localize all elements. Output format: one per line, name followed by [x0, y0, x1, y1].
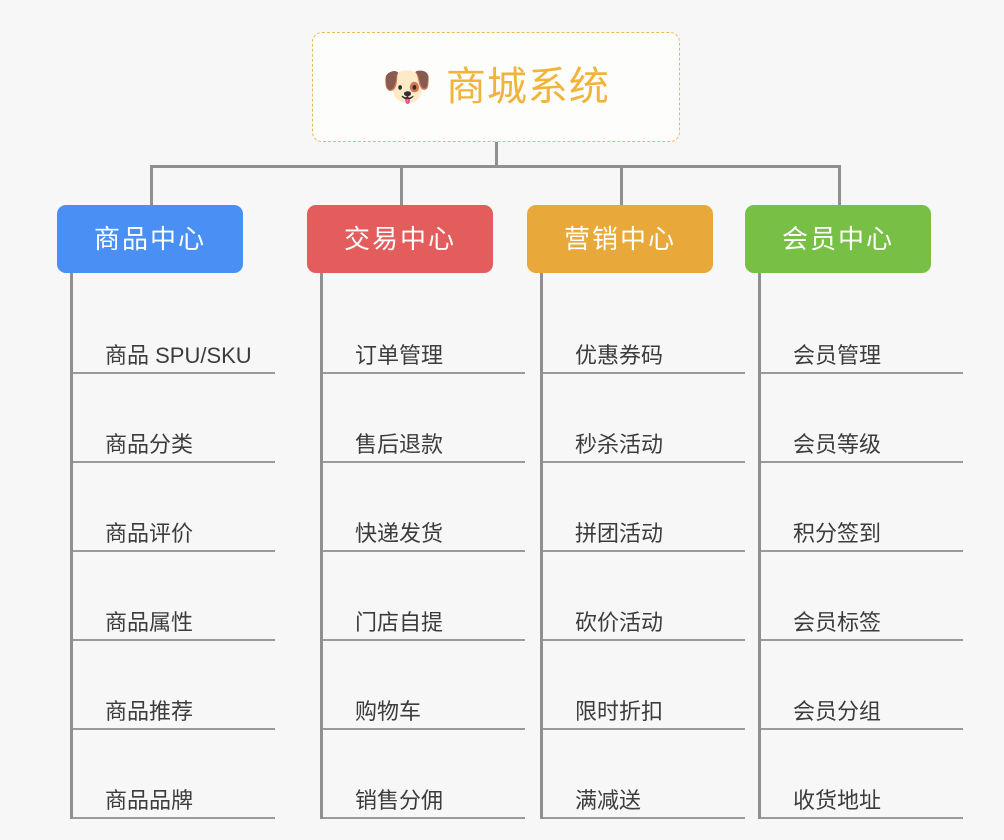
category-header-2[interactable]: 交易中心: [307, 205, 493, 273]
leaf-item[interactable]: 快递发货: [323, 463, 525, 552]
leaf-label: 商品品牌: [105, 787, 194, 813]
leaf-item[interactable]: 积分签到: [761, 463, 963, 552]
leaf-label: 商品分类: [105, 431, 194, 457]
leaf-label: 购物车: [355, 698, 422, 724]
leaf-label: 收货地址: [793, 787, 882, 813]
branch-column-3: 营销中心 优惠券码 秒杀活动 拼团活动 砍价活动 限时折扣 满减送: [527, 205, 747, 819]
leaf-item[interactable]: 拼团活动: [543, 463, 745, 552]
leaf-item[interactable]: 购物车: [323, 641, 525, 730]
connector-drop-2: [400, 165, 403, 205]
leaf-label: 门店自提: [355, 609, 444, 635]
leaf-item[interactable]: 门店自提: [323, 552, 525, 641]
leaf-label: 拼团活动: [575, 520, 664, 546]
leaf-label: 优惠券码: [575, 342, 664, 368]
leaf-list-2: 订单管理 售后退款 快递发货 门店自提 购物车 销售分佣: [320, 273, 527, 819]
leaf-item[interactable]: 商品分类: [73, 374, 275, 463]
category-header-3[interactable]: 营销中心: [527, 205, 713, 273]
branch-column-1: 商品中心 商品 SPU/SKU 商品分类 商品评价 商品属性 商品推荐 商品品牌: [57, 205, 277, 819]
leaf-list-3: 优惠券码 秒杀活动 拼团活动 砍价活动 限时折扣 满减送: [540, 273, 747, 819]
leaf-label: 满减送: [575, 787, 642, 813]
leaf-item[interactable]: 商品评价: [73, 463, 275, 552]
leaf-label: 售后退款: [355, 431, 444, 457]
category-header-4[interactable]: 会员中心: [745, 205, 931, 273]
root-title: 商城系统: [445, 65, 610, 109]
connector-drop-1: [150, 165, 153, 205]
leaf-item[interactable]: 收货地址: [761, 730, 963, 819]
leaf-label: 会员标签: [793, 609, 882, 635]
leaf-list-1: 商品 SPU/SKU 商品分类 商品评价 商品属性 商品推荐 商品品牌: [70, 273, 277, 819]
leaf-item[interactable]: 销售分佣: [323, 730, 525, 819]
leaf-item[interactable]: 订单管理: [323, 285, 525, 374]
branch-column-4: 会员中心 会员管理 会员等级 积分签到 会员标签 会员分组 收货地址: [745, 205, 965, 819]
leaf-label: 限时折扣: [575, 698, 664, 724]
leaf-label: 会员分组: [793, 698, 882, 724]
leaf-label: 砍价活动: [575, 609, 664, 635]
connector-drop-3: [620, 165, 623, 205]
connector-root-stem: [495, 142, 498, 167]
leaf-item[interactable]: 秒杀活动: [543, 374, 745, 463]
leaf-label: 快递发货: [355, 520, 444, 546]
leaf-label: 销售分佣: [355, 787, 444, 813]
leaf-label: 商品推荐: [105, 698, 194, 724]
leaf-label: 商品评价: [105, 520, 194, 546]
leaf-item[interactable]: 商品推荐: [73, 641, 275, 730]
connector-drop-4: [838, 165, 841, 205]
leaf-item[interactable]: 会员等级: [761, 374, 963, 463]
leaf-item[interactable]: 会员分组: [761, 641, 963, 730]
leaf-label: 积分签到: [793, 520, 882, 546]
leaf-label: 会员等级: [793, 431, 882, 457]
leaf-label: 秒杀活动: [575, 431, 664, 457]
leaf-label: 会员管理: [793, 342, 882, 368]
leaf-item[interactable]: 砍价活动: [543, 552, 745, 641]
connector-horizontal-bus: [150, 165, 841, 168]
branch-column-2: 交易中心 订单管理 售后退款 快递发货 门店自提 购物车 销售分佣: [307, 205, 527, 819]
leaf-item[interactable]: 优惠券码: [543, 285, 745, 374]
leaf-label: 订单管理: [355, 342, 444, 368]
leaf-list-4: 会员管理 会员等级 积分签到 会员标签 会员分组 收货地址: [758, 273, 965, 819]
category-label: 会员中心: [781, 224, 894, 254]
category-label: 商品中心: [93, 224, 206, 254]
shiba-dog-face-icon: 🐶: [382, 65, 432, 109]
leaf-item[interactable]: 商品 SPU/SKU: [73, 285, 275, 374]
category-header-1[interactable]: 商品中心: [57, 205, 243, 273]
leaf-label: 商品属性: [105, 609, 194, 635]
category-label: 营销中心: [563, 224, 676, 254]
leaf-item[interactable]: 会员标签: [761, 552, 963, 641]
leaf-item[interactable]: 限时折扣: [543, 641, 745, 730]
root-node[interactable]: 🐶 商城系统: [312, 32, 680, 142]
leaf-item[interactable]: 商品品牌: [73, 730, 275, 819]
leaf-item[interactable]: 会员管理: [761, 285, 963, 374]
category-label: 交易中心: [343, 224, 456, 254]
leaf-item[interactable]: 商品属性: [73, 552, 275, 641]
leaf-item[interactable]: 满减送: [543, 730, 745, 819]
leaf-item[interactable]: 售后退款: [323, 374, 525, 463]
leaf-label: 商品 SPU/SKU: [105, 342, 252, 368]
